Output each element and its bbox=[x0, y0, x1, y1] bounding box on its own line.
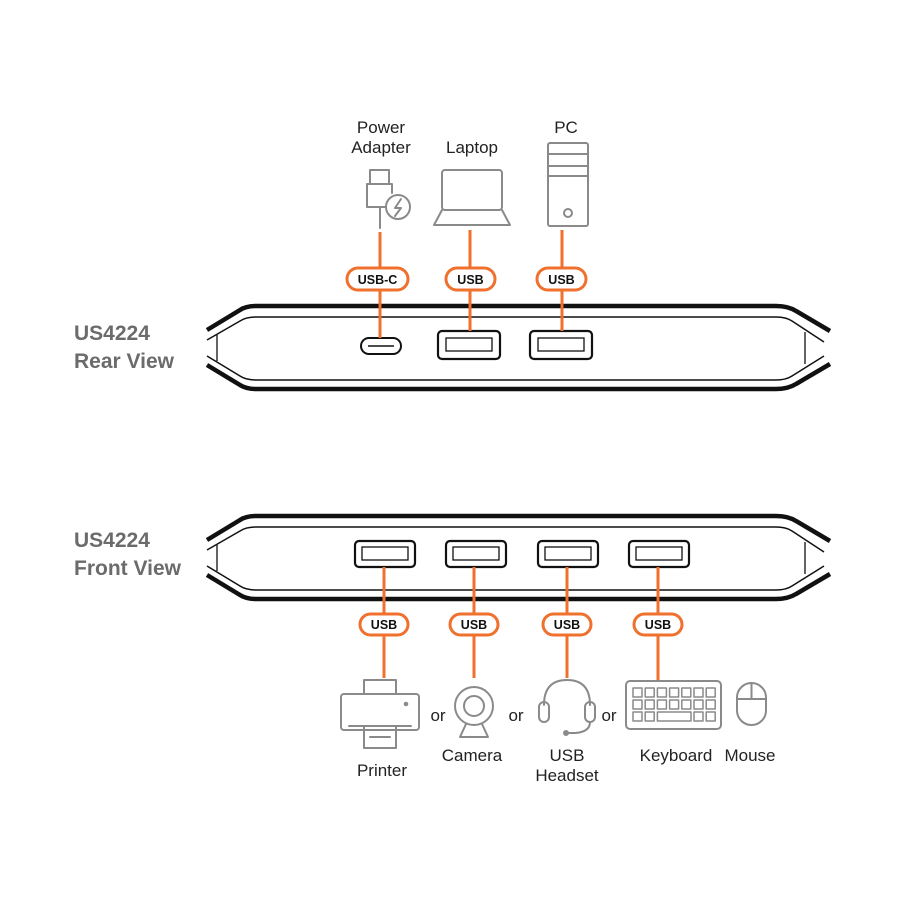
badge-usb-front-4: USB bbox=[632, 612, 684, 637]
front-usb-a-port-3 bbox=[536, 539, 600, 569]
keyboard-key bbox=[693, 711, 704, 722]
printer-icon bbox=[340, 679, 420, 749]
front-usb-a-port-4 bbox=[627, 539, 691, 569]
keyboard-key bbox=[693, 687, 704, 698]
svg-text:USB: USB bbox=[554, 618, 580, 632]
front-model-label: US4224 bbox=[74, 529, 150, 552]
label-usb: USB bbox=[550, 746, 585, 765]
front-device-body bbox=[205, 513, 832, 602]
svg-text:USB: USB bbox=[548, 273, 574, 287]
keyboard-key bbox=[632, 711, 643, 722]
rear-usb-a-port-2 bbox=[528, 329, 594, 361]
front-view-label: Front View bbox=[74, 557, 182, 580]
camera-icon bbox=[454, 686, 494, 738]
label-keyboard: Keyboard bbox=[640, 746, 713, 765]
keyboard-key bbox=[632, 699, 643, 710]
badge-usb-front-2: USB bbox=[448, 612, 500, 637]
rear-usb-c-port bbox=[360, 337, 402, 355]
keyboard-key bbox=[681, 687, 692, 698]
keyboard-key bbox=[644, 711, 655, 722]
keyboard-key bbox=[681, 699, 692, 710]
rear-view-label: Rear View bbox=[74, 350, 175, 373]
badge-usb-pc: USB bbox=[535, 266, 588, 292]
front-cables bbox=[382, 567, 660, 681]
or-separator-1: or bbox=[430, 706, 445, 725]
keyboard-key bbox=[693, 699, 704, 710]
keyboard-key bbox=[632, 687, 643, 698]
keyboard-key bbox=[705, 699, 716, 710]
svg-text:USB: USB bbox=[461, 618, 487, 632]
label-headset: Headset bbox=[535, 766, 599, 785]
keyboard-key bbox=[705, 711, 716, 722]
svg-text:USB: USB bbox=[457, 273, 483, 287]
keyboard-key bbox=[668, 699, 680, 710]
svg-text:USB: USB bbox=[371, 618, 397, 632]
label-power: Power bbox=[357, 118, 406, 137]
badge-usb-laptop: USB bbox=[444, 266, 497, 292]
svg-text:USB-C: USB-C bbox=[358, 273, 398, 287]
mouse-icon bbox=[736, 682, 767, 726]
label-printer: Printer bbox=[357, 761, 407, 780]
keyboard-key bbox=[644, 687, 655, 698]
headset-icon bbox=[538, 679, 596, 736]
rear-usb-a-port-1 bbox=[436, 329, 502, 361]
keyboard-key bbox=[656, 699, 668, 710]
badge-usb-front-1: USB bbox=[358, 612, 410, 637]
keyboard-key bbox=[668, 687, 680, 698]
keyboard-key bbox=[705, 687, 716, 698]
svg-text:USB: USB bbox=[645, 618, 671, 632]
keyboard-key bbox=[644, 699, 655, 710]
laptop-icon bbox=[433, 169, 511, 226]
label-camera: Camera bbox=[442, 746, 503, 765]
badge-usb-c: USB-C bbox=[345, 266, 410, 292]
rear-model-label: US4224 bbox=[74, 322, 150, 345]
or-separator-2: or bbox=[508, 706, 523, 725]
pc-tower-icon bbox=[547, 142, 589, 227]
label-mouse: Mouse bbox=[724, 746, 775, 765]
label-laptop: Laptop bbox=[446, 138, 498, 157]
or-separator-3: or bbox=[601, 706, 616, 725]
front-usb-a-port-1 bbox=[353, 539, 417, 569]
label-adapter: Adapter bbox=[351, 138, 411, 157]
front-usb-a-port-2 bbox=[444, 539, 508, 569]
rear-device-body bbox=[205, 303, 832, 392]
keyboard-key bbox=[656, 687, 668, 698]
badge-usb-front-3: USB bbox=[541, 612, 593, 637]
keyboard-icon bbox=[625, 680, 722, 730]
label-pc: PC bbox=[554, 118, 578, 137]
power-adapter-icon bbox=[366, 169, 411, 229]
keyboard-key bbox=[656, 711, 692, 722]
